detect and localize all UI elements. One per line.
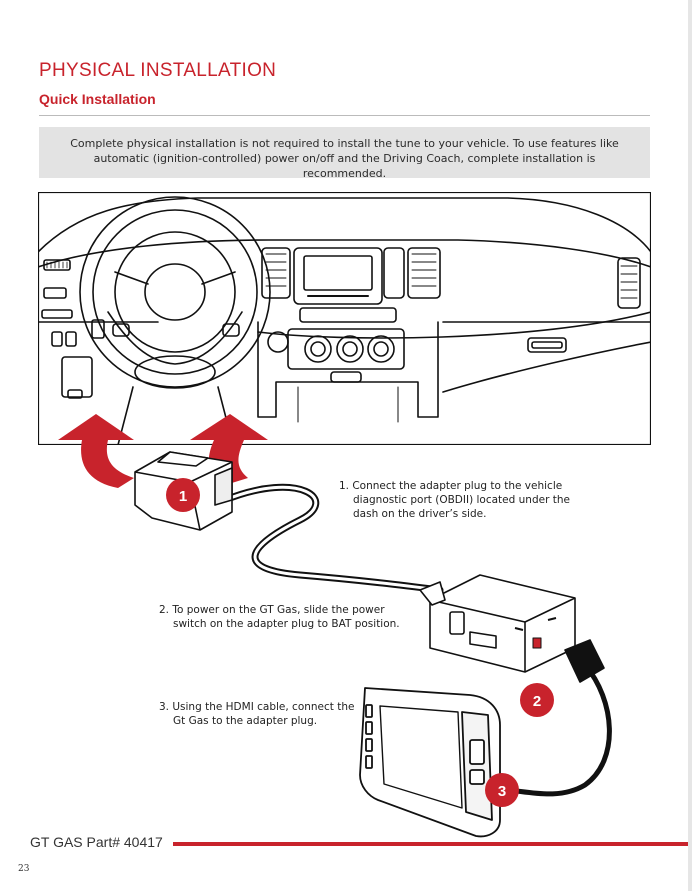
step-2-line-1: 2. To power on the GT Gas, slide the pow… [159,604,385,616]
step-1-text: 1. Connect the adapter plug to the vehic… [339,479,579,521]
footer-accent-bar [173,842,688,846]
step-2-line-2: switch on the adapter plug to BAT positi… [173,618,400,630]
up-arrow-icon [58,414,134,488]
svg-text:2: 2 [533,693,541,710]
page-title: PHYSICAL INSTALLATION [39,60,277,81]
step-3-text: 3. Using the HDMI cable, connect the Gt … [159,700,369,728]
step-badge-2: 2 [520,683,554,717]
step-1-line-2: diagnostic port (OBDII) located under th… [353,494,570,506]
dashboard-illustration [38,192,651,445]
section-subtitle: Quick Installation [39,91,156,107]
step-3-line-1: 3. Using the HDMI cable, connect the [159,701,355,713]
step-1-line-1: 1. Connect the adapter plug to the vehic… [339,480,563,492]
page-edge [688,0,692,891]
svg-text:3: 3 [498,783,506,800]
info-note: Complete physical installation is not re… [39,127,650,180]
step-3-line-2: Gt Gas to the adapter plug. [173,715,318,727]
svg-text:1: 1 [179,488,187,505]
gt-gas-handheld-device [359,687,501,838]
footer-part-number: GT GAS Part# 40417 [30,834,163,850]
step-badge-3: 3 [485,773,519,807]
divider [39,115,650,116]
step-2-text: 2. To power on the GT Gas, slide the pow… [159,603,409,631]
step-1-line-3: dash on the driver’s side. [353,508,487,520]
page-number: 23 [18,864,30,874]
step-badge-1: 1 [166,478,200,512]
adapter-module [419,574,605,683]
